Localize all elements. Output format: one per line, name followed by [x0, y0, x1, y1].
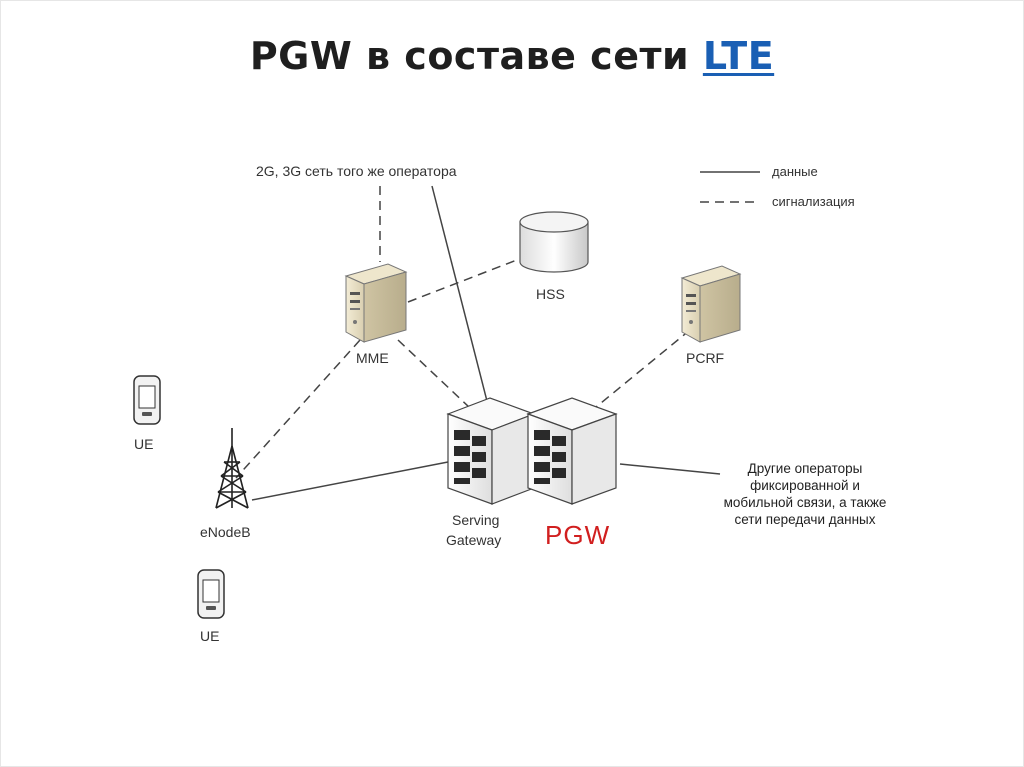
- label-ue-top: UE: [134, 436, 154, 452]
- label-serving-gateway-line2: Gateway: [446, 532, 502, 548]
- sig-pcrf-to-pgw: [589, 329, 691, 413]
- label-hss: HSS: [536, 286, 565, 302]
- label-other-operators: Другие операторы фиксированной и мобильн…: [700, 460, 910, 528]
- pcrf-server-icon: [680, 265, 742, 343]
- label-enodeb: eNodeB: [200, 524, 251, 540]
- serving-gateway-icon: [446, 397, 536, 505]
- other-operators-line-4: сети передачи данных: [734, 512, 876, 527]
- ue-phone-icon-top: [133, 375, 161, 425]
- connections: [235, 185, 721, 501]
- other-operators-line-3: мобильной связи, а также: [723, 495, 887, 510]
- sig-mme-to-sgw: [397, 339, 471, 409]
- legend-data-label: данные: [772, 164, 818, 179]
- ue-phone-icon-bottom: [197, 569, 225, 619]
- link-2g3g-to-sgw: [431, 185, 489, 406]
- label-pcrf: PCRF: [686, 350, 725, 366]
- other-operators-line-1: Другие операторы: [747, 461, 863, 476]
- sig-mme-to-hss: [407, 257, 523, 303]
- label-ue-bottom: UE: [200, 628, 220, 644]
- legend: [700, 171, 760, 203]
- label-pgw: PGW: [545, 520, 611, 550]
- enodeb-tower-icon: [215, 428, 249, 509]
- slide-title: PGW в составе сети LTE: [0, 34, 1024, 78]
- other-operators-line-2: фиксированной и: [750, 478, 860, 493]
- lte-link[interactable]: LTE: [702, 34, 775, 78]
- sig-mme-to-enodeb: [235, 339, 361, 479]
- label-serving-gateway-line1: Serving: [452, 512, 500, 528]
- label-2g3g-network: 2G, 3G сеть того же оператора: [256, 163, 457, 179]
- title-text: PGW в составе сети: [249, 34, 690, 78]
- pgw-icon: [526, 397, 618, 505]
- legend-signaling-label: сигнализация: [772, 194, 855, 209]
- link-enodeb-to-sgw: [251, 461, 449, 501]
- mme-server-icon: [344, 263, 408, 343]
- link-pgw-to-other: [619, 463, 721, 475]
- label-mme: MME: [356, 350, 389, 366]
- hss-database-icon: [519, 211, 589, 273]
